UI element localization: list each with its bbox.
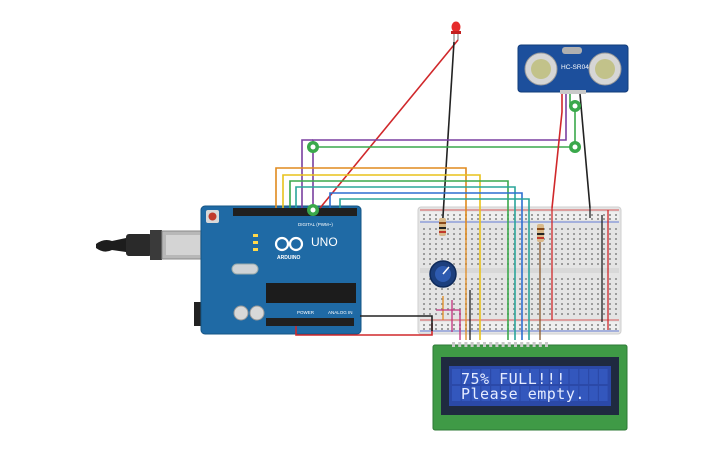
ground-wire bbox=[360, 315, 433, 331]
lcd-wire-orange bbox=[275, 167, 467, 240]
lcd-line-2: Please empty. bbox=[461, 385, 585, 403]
power-header-label: POWER bbox=[297, 310, 315, 315]
usb-cable bbox=[96, 230, 205, 260]
arduino-board: ARDUINO UNO DIGITAL (PWM~) POWER ANALOG … bbox=[96, 205, 362, 335]
lcd-wire-teal bbox=[295, 186, 516, 340]
junction-dots bbox=[307, 100, 581, 216]
lcd-wire-teal-2 bbox=[339, 198, 530, 340]
arduino-logo bbox=[274, 236, 304, 252]
lcd-wire-blue bbox=[329, 192, 523, 340]
wires bbox=[275, 39, 609, 340]
lcd-wire-green bbox=[289, 180, 509, 340]
sensor-vcc-wire bbox=[551, 94, 563, 209]
lcd-pins bbox=[452, 342, 548, 347]
sensor-gnd-wire bbox=[579, 93, 591, 209]
sensor-echo-wire bbox=[313, 94, 576, 148]
lcd-wire-yellow bbox=[282, 174, 481, 340]
potentiometer bbox=[429, 260, 457, 288]
analog-header-label: ANALOG IN bbox=[328, 310, 353, 315]
breadboard bbox=[417, 206, 622, 335]
lcd-line-1: 75% FULL!!! bbox=[461, 370, 566, 388]
ultrasonic-sensor: HC-SR04 bbox=[517, 44, 629, 94]
red-led bbox=[451, 21, 461, 42]
led-anode-wire bbox=[319, 39, 459, 209]
sensor-label: HC-SR04 bbox=[561, 64, 589, 71]
breadboard-holes bbox=[423, 214, 617, 330]
lcd-character-cells bbox=[452, 369, 608, 401]
led-cathode-wire bbox=[441, 41, 455, 233]
microcontroller-chip bbox=[266, 283, 356, 303]
sensor-trig-wire bbox=[312, 94, 567, 208]
resistor-lcd bbox=[537, 224, 544, 242]
digital-header-label: DIGITAL (PWM~) bbox=[298, 222, 333, 227]
arduino-model-label: UNO bbox=[311, 235, 338, 249]
reset-button bbox=[208, 212, 217, 221]
lcd-module bbox=[432, 342, 628, 431]
arduino-brand-label: ARDUINO bbox=[277, 255, 300, 261]
resistor-led bbox=[439, 218, 446, 236]
